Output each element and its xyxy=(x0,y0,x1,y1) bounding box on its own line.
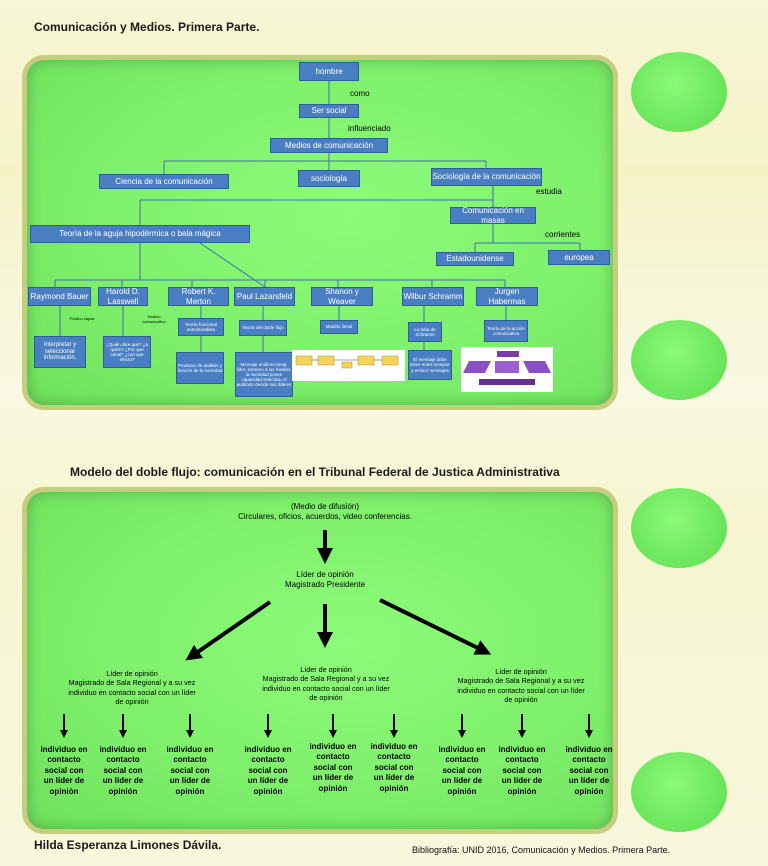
lider-role: Magistrado Presidente xyxy=(284,580,366,589)
node-ciencia: Ciencia de la comunicación xyxy=(99,174,229,189)
decorative-circle xyxy=(631,752,727,832)
medio-difusion: (Medio de difusión) Circulares, oficios,… xyxy=(238,502,412,522)
label-publico-capaz: Público capaz xyxy=(69,316,95,321)
habermas-diagram-image xyxy=(461,347,553,392)
lider-presidente: Líder de opinión Magistrado Presidente xyxy=(285,570,365,590)
author-harold-lasswell: Harold D. Lasswell xyxy=(98,287,148,306)
decorative-circle xyxy=(631,52,727,132)
two-step-flow-panel xyxy=(22,487,618,834)
link-label-estudia: estudia xyxy=(536,187,562,196)
detail-schramm-message: El mensaje debe tener entre receptor y e… xyxy=(408,350,452,380)
decorative-circle xyxy=(631,320,727,400)
node-comunicacion-masas: Comunicación en masas xyxy=(450,206,536,225)
detail-lazarsfeld-message: Mensaje unidireccional, líder, extremo a… xyxy=(235,352,293,397)
detail-habermas-theory: Teoría de la acción comunicativa xyxy=(484,320,528,342)
node-teoria-aguja: Teoría de la aguja hipodérmica o bala má… xyxy=(30,225,250,243)
detail-shanon-model: Modelo lineal xyxy=(320,320,358,334)
node-medios: Medios de comunicación xyxy=(270,138,388,153)
node-europea: europea xyxy=(548,250,610,265)
link-label-como: como xyxy=(350,89,370,98)
node-hombre: hombre xyxy=(299,62,359,81)
detail-bauer: Interpretar y seleccionar información. xyxy=(34,336,86,368)
node-sociologia-comunicacion: Sociología de la comunicación xyxy=(431,168,542,186)
regional-leader-1: Líder de opinión Magistrado de Sala Regi… xyxy=(68,669,196,707)
page-title: Comunicación y Medios. Primera Parte. xyxy=(34,20,260,34)
author-shanon-weaver: Shanon y Weaver xyxy=(311,287,373,306)
regional-leader-2: Líder de opinión Magistrado de Sala Regi… xyxy=(262,665,390,703)
author-jurgen-habermas: Jurgen Habermas xyxy=(476,287,538,306)
detail-lazarsfeld-theory: Teoría del doble flujo xyxy=(239,320,287,336)
link-label-influenciado: influenciado xyxy=(348,124,391,133)
node-sociologia: sociología xyxy=(298,170,360,187)
linear-model-image xyxy=(292,350,405,381)
footer-author: Hilda Esperanza Limones Dávila. xyxy=(34,838,222,852)
decorative-circle xyxy=(631,488,727,568)
regional-leader-3: Líder de opinión Magistrado de Sala Regi… xyxy=(457,667,585,705)
label-modelo-comunicativo: Modelo comunicativo xyxy=(142,314,166,324)
lider-title: Líder de opinión xyxy=(296,570,354,579)
author-raymond-bauer: Raymond Bauer xyxy=(28,287,91,306)
footer-bibliography: Bibliografía: UNID 2016, Comunicación y … xyxy=(412,845,671,855)
node-estadounidense: Estadounidense xyxy=(436,252,514,266)
author-paul-lazarsfeld: Paul Lazarsfeld xyxy=(234,287,295,306)
detail-lasswell: ¿Quién dice qué? ¿a quién? ¿Por que cana… xyxy=(103,336,151,368)
link-label-corrientes: corrientes xyxy=(545,230,581,239)
section-title: Modelo del doble flujo: comunicación en … xyxy=(70,465,560,479)
detail-merton-analysis: Producto de análisis y función de la soc… xyxy=(176,352,224,384)
detail-schramm-tuba: La tuba de Schramm xyxy=(408,322,442,342)
author-wilbur-schramm: Wilbur Schramm xyxy=(402,287,464,306)
medio-title: (Medio de difusión) xyxy=(290,502,360,511)
detail-merton-theory: Teoría funcional estructuralista xyxy=(178,318,224,336)
node-ser-social: Ser social xyxy=(299,104,359,118)
medio-channels: Circulares, oficios, acuerdos, video con… xyxy=(238,512,412,521)
author-robert-merton: Robert K. Merton xyxy=(168,287,229,306)
